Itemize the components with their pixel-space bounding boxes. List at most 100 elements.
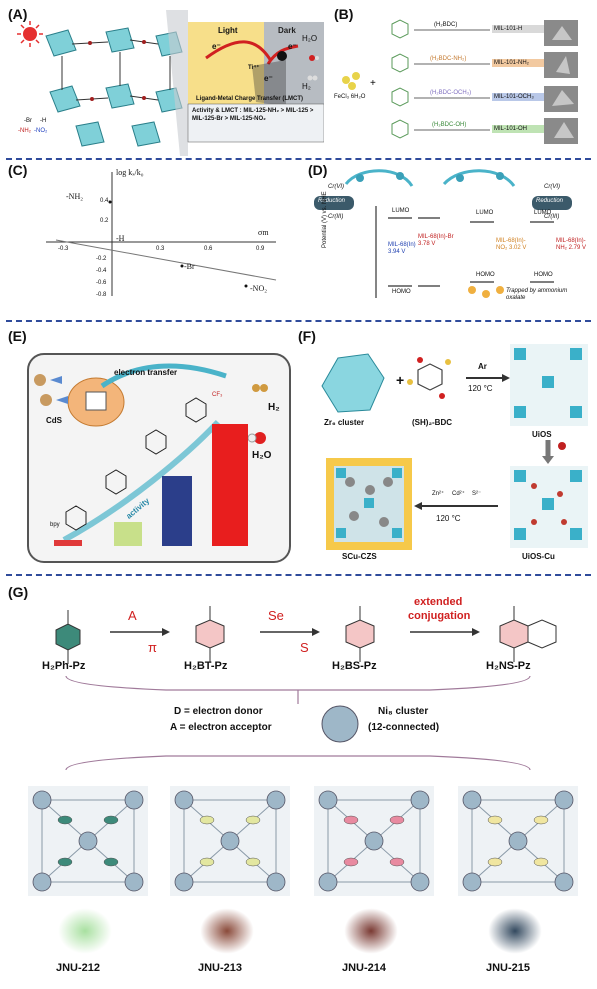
framework-color-glow	[200, 908, 254, 954]
panel-b-product: MIL-101-H	[492, 25, 544, 33]
ni8-cluster-node	[266, 790, 286, 810]
panel-b-linker: (H₂BDC-OH)	[432, 122, 467, 128]
framework-color-glow	[344, 908, 398, 954]
ni8-cluster-node	[220, 831, 240, 851]
ni8-cluster-node	[124, 872, 144, 892]
framework-name: JNU-214	[342, 962, 387, 974]
panel-d-cr6-left: Cr(VI)	[328, 184, 344, 190]
panel-c-annotation-nh2: -NH₂	[66, 192, 84, 201]
panel-g-se-label: Se	[268, 608, 284, 623]
panel-b-linker: (H₂BDC)	[434, 22, 458, 28]
svg-text:+: +	[370, 78, 376, 89]
panel-f-ion-zn: Zn²⁺	[432, 491, 445, 497]
panel-d: (D) Cr(VI) Cr(III) Cr(VI) Cr(III) Reduct…	[300, 162, 592, 302]
panel-d-reduction-left: Reduction	[318, 198, 346, 204]
panel-d-lumo-2: LUMO	[476, 210, 494, 216]
panel-b-product: MIL-101-NH₂	[492, 59, 544, 67]
panel-d-cr3-left: Cr(III)	[328, 214, 344, 220]
separator-3	[6, 574, 591, 576]
framework-linker	[103, 857, 119, 867]
panel-e: (E) electron transfer CdS H₂ H₂O activit…	[6, 326, 294, 568]
sun-icon	[23, 27, 37, 41]
ni8-cluster-node	[266, 872, 286, 892]
ni8-cluster-node	[462, 872, 482, 892]
panel-c-ytick: -0.6	[96, 280, 107, 286]
panel-b-label: (B)	[334, 6, 354, 22]
framework-lattice-drawing	[174, 790, 286, 892]
panel-e-bpy: bpy	[50, 522, 60, 528]
panel-a-sub-no2: -NO₂	[34, 128, 48, 134]
ni8-cluster-node	[32, 872, 52, 892]
panel-c-ytick: 0.4	[100, 198, 109, 204]
panel-c-ytick: -0.4	[96, 268, 107, 274]
panel-a-electron-1: e⁻	[212, 42, 221, 51]
ni8-cluster-node	[462, 790, 482, 810]
panel-g-linker-name-0: H₂Ph-Pz	[42, 660, 86, 672]
panel-e-electron-transfer: electron transfer	[114, 368, 178, 377]
framework-linker	[389, 857, 405, 867]
framework-linker	[487, 857, 503, 867]
framework-lattice-drawing	[462, 790, 574, 892]
framework-lattice	[28, 786, 148, 896]
ni8-cluster-node	[174, 872, 194, 892]
framework-lattice-drawing	[318, 790, 430, 892]
panel-d-homo-2: HOMO	[476, 272, 495, 278]
panel-d-mat-0: MIL-68(In) 3.94 V	[388, 242, 416, 255]
ni8-cluster-node	[32, 790, 52, 810]
framework-linker	[245, 815, 261, 825]
framework-linker	[343, 857, 359, 867]
panel-g-linker-scheme	[55, 606, 557, 771]
panel-g-framework-3: JNU-215	[452, 780, 584, 980]
framework-linker	[389, 815, 405, 825]
framework-name: JNU-215	[486, 962, 531, 974]
framework-linker	[343, 815, 359, 825]
panel-c-xtick: -0.3	[58, 246, 69, 252]
panel-a-dark-label: Dark	[278, 26, 296, 35]
panel-g-a-label: A	[128, 608, 137, 623]
framework-linker	[199, 857, 215, 867]
panel-b-synthesis-scheme: +	[342, 19, 578, 144]
panel-g: (G) A π Se S extended	[6, 580, 592, 984]
panel-d-potential-axis: Potential (V) vs. NHE	[322, 191, 328, 248]
ni8-cluster-node	[124, 790, 144, 810]
panel-g-linker-name-2: H₂BS-Pz	[332, 660, 377, 672]
framework-name: JNU-213	[198, 962, 243, 974]
ni8-cluster-node	[318, 790, 338, 810]
separator-2	[6, 320, 591, 322]
panel-f-synthesis-scheme	[321, 344, 588, 550]
panel-a: (A)	[6, 6, 324, 156]
panel-c-xtick: 0.9	[256, 246, 265, 252]
panel-f-ion-s: S²⁻	[472, 491, 482, 497]
panel-g-donor: D = electron donor	[174, 706, 263, 717]
ni8-cluster-node	[78, 831, 98, 851]
panel-d-label: (D)	[308, 162, 328, 178]
panel-g-label: (G)	[8, 584, 29, 600]
panel-a-sub-br: -Br	[24, 118, 32, 124]
panel-d-lumo-3: LUMO	[534, 210, 552, 216]
ni8-cluster-node	[554, 872, 574, 892]
panel-d-homo-1: HOMO	[392, 289, 411, 295]
panel-b-product: MIL-101-OCH₃	[492, 93, 544, 101]
panel-e-h2: H₂	[268, 402, 280, 413]
panel-c-xtick: 0.6	[204, 246, 213, 252]
framework-lattice	[458, 786, 578, 896]
panel-f: (F) Zr₆ cluster + (SH)₂-BDC Ar 120 °C 12…	[298, 326, 592, 568]
framework-lattice-drawing	[32, 790, 144, 892]
ni8-cluster-node	[508, 831, 528, 851]
panel-g-pi-label: π	[148, 640, 157, 655]
framework-linker	[533, 815, 549, 825]
panel-d-mat-3: MIL-68(In)-NH₂ 2.79 V	[556, 238, 587, 251]
panel-d-cr3-right: Cr(III)	[544, 214, 560, 220]
panel-g-acceptor: A = electron acceptor	[170, 722, 272, 733]
panel-c-annotation-h: -H	[116, 234, 125, 243]
ni8-cluster-node	[318, 872, 338, 892]
panel-b-linker: (H₂BDC-NH₂)	[430, 56, 467, 62]
panel-b-fecl3: FeCl₃ 6H₂O	[334, 94, 366, 100]
panel-a-lmct-label: Ligand-Metal Charge Transfer (LMCT)	[196, 96, 304, 102]
framework-color-glow	[58, 908, 112, 954]
panel-d-cr6-right: Cr(VI)	[544, 184, 560, 190]
panel-a-activity-text: Activity & LMCT : MIL-125-NH₂ > MIL-125 …	[192, 108, 314, 122]
panel-a-light-label: Light	[218, 26, 238, 35]
panel-f-sh-bdc: (SH)₂-BDC	[412, 418, 452, 427]
panel-g-ni-cluster: Ni₈ cluster	[378, 706, 429, 717]
